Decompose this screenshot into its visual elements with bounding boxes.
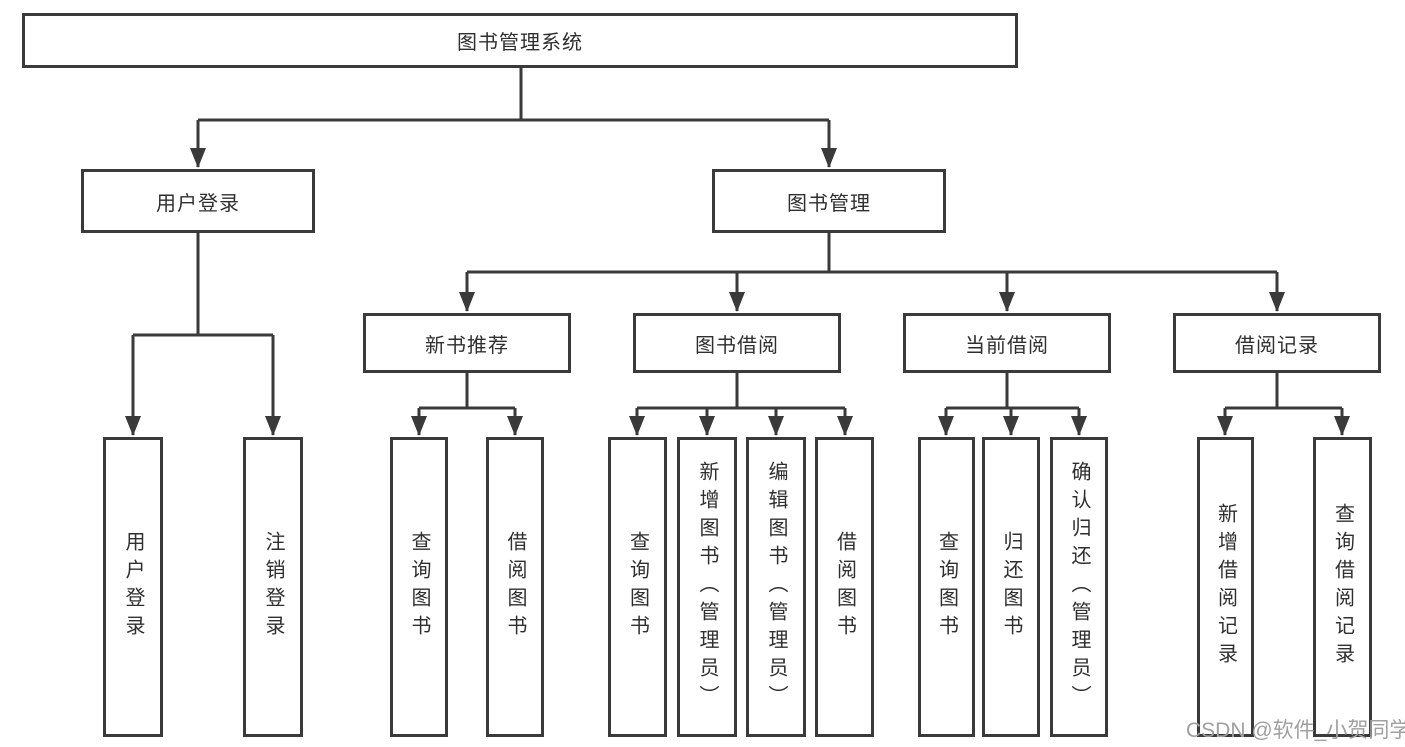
leaf-add-books-admin: 新增图书（管理员） [677,437,737,737]
node-user-login: 用户登录 [81,169,315,233]
leaf-return-books: 归还图书 [982,437,1040,737]
leaf-add-borrow-record: 新增借阅记录 [1197,437,1254,737]
node-library-system: 图书管理系统 [22,13,1018,68]
csdn-watermark: CSDN @软件_小贺同学 [1186,719,1405,742]
leaf-logout: 注销登录 [243,437,303,737]
leaf-confirm-return-admin: 确认归还（管理员） [1050,437,1108,737]
leaf-query-books-recommend: 查询图书 [390,437,448,737]
leaf-borrow-books: 借阅图书 [815,437,874,737]
leaf-user-login: 用户登录 [103,437,163,737]
leaf-borrow-books-recommend: 借阅图书 [486,437,544,737]
node-current-borrowing: 当前借阅 [903,313,1111,373]
leaf-query-borrow-record: 查询借阅记录 [1313,437,1372,737]
node-new-book-recommend: 新书推荐 [363,313,571,373]
leaf-edit-books-admin: 编辑图书（管理员） [746,437,806,737]
node-book-borrowing: 图书借阅 [633,313,841,373]
node-book-management: 图书管理 [712,169,946,233]
leaf-query-books-current: 查询图书 [918,437,975,737]
leaf-query-books-borrow: 查询图书 [608,437,667,737]
node-borrowing-records: 借阅记录 [1173,313,1381,373]
